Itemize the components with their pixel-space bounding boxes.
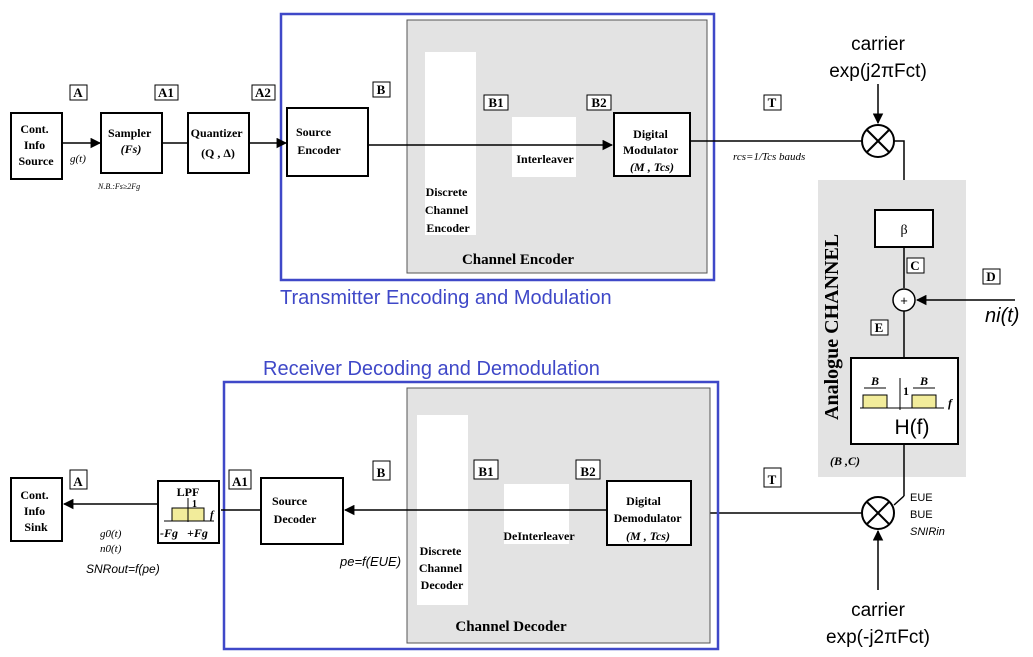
rate-label: rcs=1/Tcs bauds bbox=[733, 151, 805, 163]
beta-box bbox=[874, 209, 934, 248]
channel-encoder-title: Channel Encoder bbox=[462, 252, 574, 268]
beta-label: β bbox=[900, 223, 907, 238]
rx-point-A: A bbox=[73, 474, 83, 489]
quantizer-box bbox=[187, 112, 250, 174]
digital-demodulator-box bbox=[606, 480, 692, 546]
filter-B-left: B bbox=[870, 374, 879, 388]
snir-label: SNIRin bbox=[910, 526, 945, 538]
rx-point-B1-box bbox=[473, 459, 499, 480]
source-decoder-label: Source Decoder bbox=[272, 494, 317, 526]
pe-label: pe=f(EUE) bbox=[339, 554, 401, 569]
filter-f: f bbox=[948, 396, 953, 410]
point-C: C bbox=[910, 258, 919, 273]
lpf-pos-fg: +Fg bbox=[187, 526, 208, 540]
rx-point-B1: B1 bbox=[478, 464, 493, 479]
point-C-box bbox=[906, 257, 925, 274]
point-A2: A2 bbox=[255, 85, 271, 100]
point-E-box bbox=[870, 319, 889, 336]
point-T-box bbox=[763, 94, 782, 111]
sampler-box bbox=[100, 112, 163, 174]
eue-label: EUE bbox=[910, 492, 933, 504]
point-B2-box bbox=[586, 94, 612, 111]
mixer-top-cross-b bbox=[866, 129, 890, 153]
receiver-frame bbox=[222, 380, 720, 651]
point-A2-box bbox=[251, 84, 276, 101]
n0-label: n0(t) bbox=[100, 543, 122, 555]
tx-point-labels: A A1 A2 B B1 B2 T bbox=[69, 81, 782, 111]
rx-point-B2-box bbox=[575, 459, 601, 480]
filter-BC-label: (B ,C) bbox=[830, 454, 860, 468]
bue-label: BUE bbox=[910, 509, 933, 521]
point-B-box bbox=[372, 81, 391, 98]
filter-H-label: H(f) bbox=[895, 416, 930, 439]
mixer-bottom-cross-b bbox=[866, 501, 890, 525]
rx-point-A1: A1 bbox=[232, 474, 248, 489]
cont-info-sink-box bbox=[10, 477, 63, 542]
transmitter-title: Transmitter Encoding and Modulation bbox=[280, 287, 612, 309]
point-A: A bbox=[73, 85, 83, 100]
point-A1-box bbox=[154, 84, 179, 101]
point-A-box bbox=[69, 84, 88, 101]
g-t-label: g(t) bbox=[70, 153, 86, 165]
point-D-box bbox=[982, 268, 1001, 285]
channel-decoder-title: Channel Decoder bbox=[455, 619, 567, 635]
point-B: B bbox=[377, 82, 386, 97]
nb-note: N.B.:Fs≥2Fg bbox=[97, 182, 140, 191]
filter-band-left bbox=[862, 394, 888, 409]
sampler-label: Sampler (Fs) bbox=[108, 126, 154, 156]
digital-demodulator-label: Digital Demodulator (M , Tcs) bbox=[614, 494, 685, 543]
cont-info-source-box bbox=[10, 112, 63, 180]
digital-modulator-box bbox=[613, 112, 691, 177]
exp-bottom-label: exp(-j2πFct) bbox=[826, 627, 930, 648]
point-T: T bbox=[768, 95, 777, 110]
interleaver-block bbox=[512, 117, 576, 177]
rx-point-B2: B2 bbox=[580, 464, 595, 479]
lpf-neg-fg: -Fg bbox=[160, 526, 178, 540]
source-encoder-label: Source Encoder bbox=[296, 125, 341, 157]
carrier-bottom-label: carrier bbox=[851, 600, 906, 621]
point-B1: B1 bbox=[488, 95, 503, 110]
point-B1-box bbox=[483, 94, 509, 111]
exp-top-label: exp(j2πFct) bbox=[829, 61, 927, 82]
discrete-channel-decoder-label: Discrete Channel Decoder bbox=[419, 544, 465, 592]
rx-point-A1-box bbox=[228, 469, 252, 490]
lpf-label: LPF bbox=[177, 485, 200, 499]
discrete-channel-encoder-label: Discrete Channel Encoder bbox=[425, 185, 471, 235]
rx-point-T-box bbox=[763, 467, 782, 488]
receiver-title: Receiver Decoding and Demodulation bbox=[263, 358, 600, 380]
filter-one: 1 bbox=[903, 384, 909, 398]
carrier-top-label: carrier bbox=[851, 34, 906, 55]
noise-label: ni(t) bbox=[985, 305, 1019, 327]
rx-point-T: T bbox=[768, 472, 777, 487]
point-E: E bbox=[875, 320, 884, 335]
lpf-f: f bbox=[210, 509, 215, 521]
discrete-channel-encoder-block bbox=[425, 52, 476, 235]
point-A1: A1 bbox=[158, 85, 174, 100]
deinterleaver-block bbox=[504, 484, 569, 544]
interleaver-label: Interleaver bbox=[516, 152, 574, 166]
point-D: D bbox=[986, 269, 995, 284]
snr-out-label: SNRout=f(pe) bbox=[86, 562, 160, 576]
cont-info-sink-label: Cont. Info Sink bbox=[20, 488, 51, 534]
source-decoder-box bbox=[260, 477, 344, 545]
point-B2: B2 bbox=[591, 95, 606, 110]
rx-point-B: B bbox=[377, 465, 386, 480]
deinterleaver-label: DeInterleaver bbox=[503, 529, 575, 543]
analogue-channel-title: Analogue CHANNEL bbox=[821, 234, 843, 420]
cont-info-source-label: Cont. Info Source bbox=[18, 122, 54, 168]
line-to-mixer-bottom bbox=[893, 495, 905, 506]
digital-modulator-label: Digital Modulator (M , Tcs) bbox=[623, 127, 681, 174]
filter-B-right: B bbox=[919, 374, 928, 388]
quantizer-label: Quantizer (Q , Δ) bbox=[191, 126, 246, 160]
rx-point-labels: A A1 B B1 B2 T bbox=[69, 459, 782, 490]
g0-label: g0(t) bbox=[100, 528, 122, 540]
source-encoder-box bbox=[286, 107, 369, 177]
lpf-one: 1 bbox=[192, 499, 197, 510]
filter-band-right bbox=[911, 394, 937, 409]
rx-point-B-box bbox=[372, 460, 391, 481]
adder-plus: + bbox=[900, 293, 908, 308]
rx-point-A-box bbox=[69, 469, 88, 490]
